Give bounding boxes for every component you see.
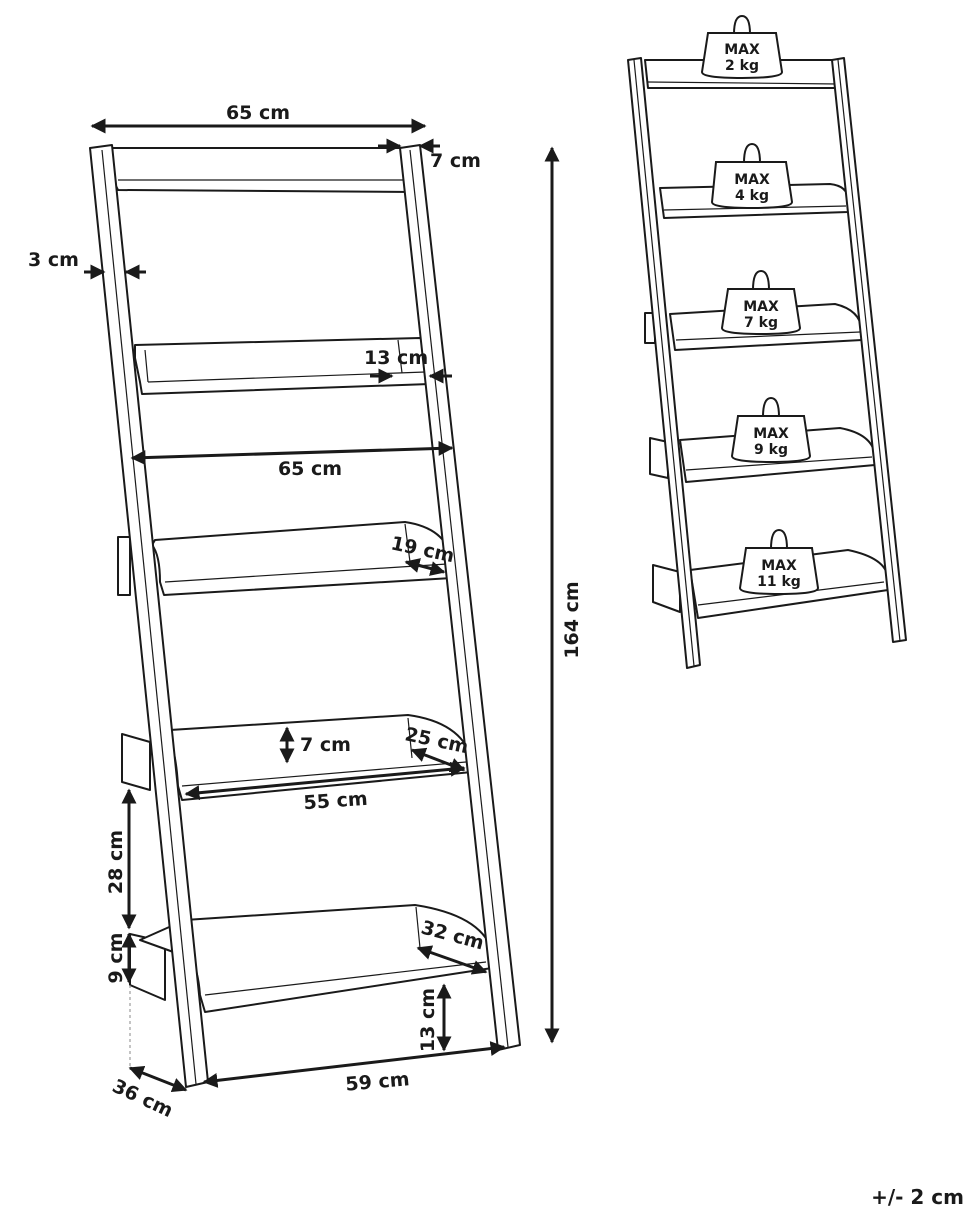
weight-3: MAX 7 kg <box>720 269 802 336</box>
svg-text:4 kg: 4 kg <box>735 188 769 204</box>
shelf-3 <box>151 521 453 596</box>
dim-shelf2-depth: 13 cm <box>364 347 428 369</box>
svg-text:MAX: MAX <box>734 172 770 188</box>
weight-1: MAX 2 kg <box>700 14 784 80</box>
dim-total-height: 164 cm <box>561 581 583 658</box>
load-shelf-5-side <box>652 564 681 613</box>
svg-text:MAX: MAX <box>753 426 789 442</box>
dim-shelf4-lip-height: 7 cm <box>300 734 351 756</box>
dim-shelf-spacing: 28 cm <box>105 830 127 894</box>
dimensioned-ladder: 65 cm 7 cm 3 cm 13 cm 65 cm 19 cm 7 cm 2… <box>28 102 583 1122</box>
weight-2: MAX 4 kg <box>710 142 794 210</box>
svg-text:MAX: MAX <box>743 299 779 315</box>
svg-text:11 kg: 11 kg <box>757 574 801 590</box>
dim-shelf4-width: 55 cm <box>303 788 369 814</box>
shelf-3-side <box>117 536 131 596</box>
tolerance-note: +/- 2 cm <box>871 1185 964 1209</box>
dim-bottom-shelf-height: 9 cm <box>105 933 127 984</box>
svg-text:MAX: MAX <box>724 42 760 58</box>
svg-text:2 kg: 2 kg <box>725 58 759 74</box>
dim-bottom-clearance: 13 cm <box>417 988 439 1052</box>
dim-shelf2-width: 65 cm <box>278 458 342 480</box>
shelf-1 <box>111 147 416 193</box>
svg-text:9 kg: 9 kg <box>754 442 788 458</box>
dim-rail-thickness: 3 cm <box>28 249 79 271</box>
dim-base-width: 59 cm <box>345 1068 411 1096</box>
load-limit-ladder: MAX 2 kg MAX 4 kg MAX 7 kg MAX 9 kg MAX … <box>627 14 907 669</box>
svg-text:7 kg: 7 kg <box>744 315 778 331</box>
dim-top-shelf-depth: 7 cm <box>430 150 481 172</box>
shelf-4-side <box>121 733 151 791</box>
dim-top-width: 65 cm <box>226 102 290 124</box>
svg-text:MAX: MAX <box>761 558 797 574</box>
weight-5: MAX 11 kg <box>738 528 820 596</box>
weight-4: MAX 9 kg <box>730 396 812 464</box>
